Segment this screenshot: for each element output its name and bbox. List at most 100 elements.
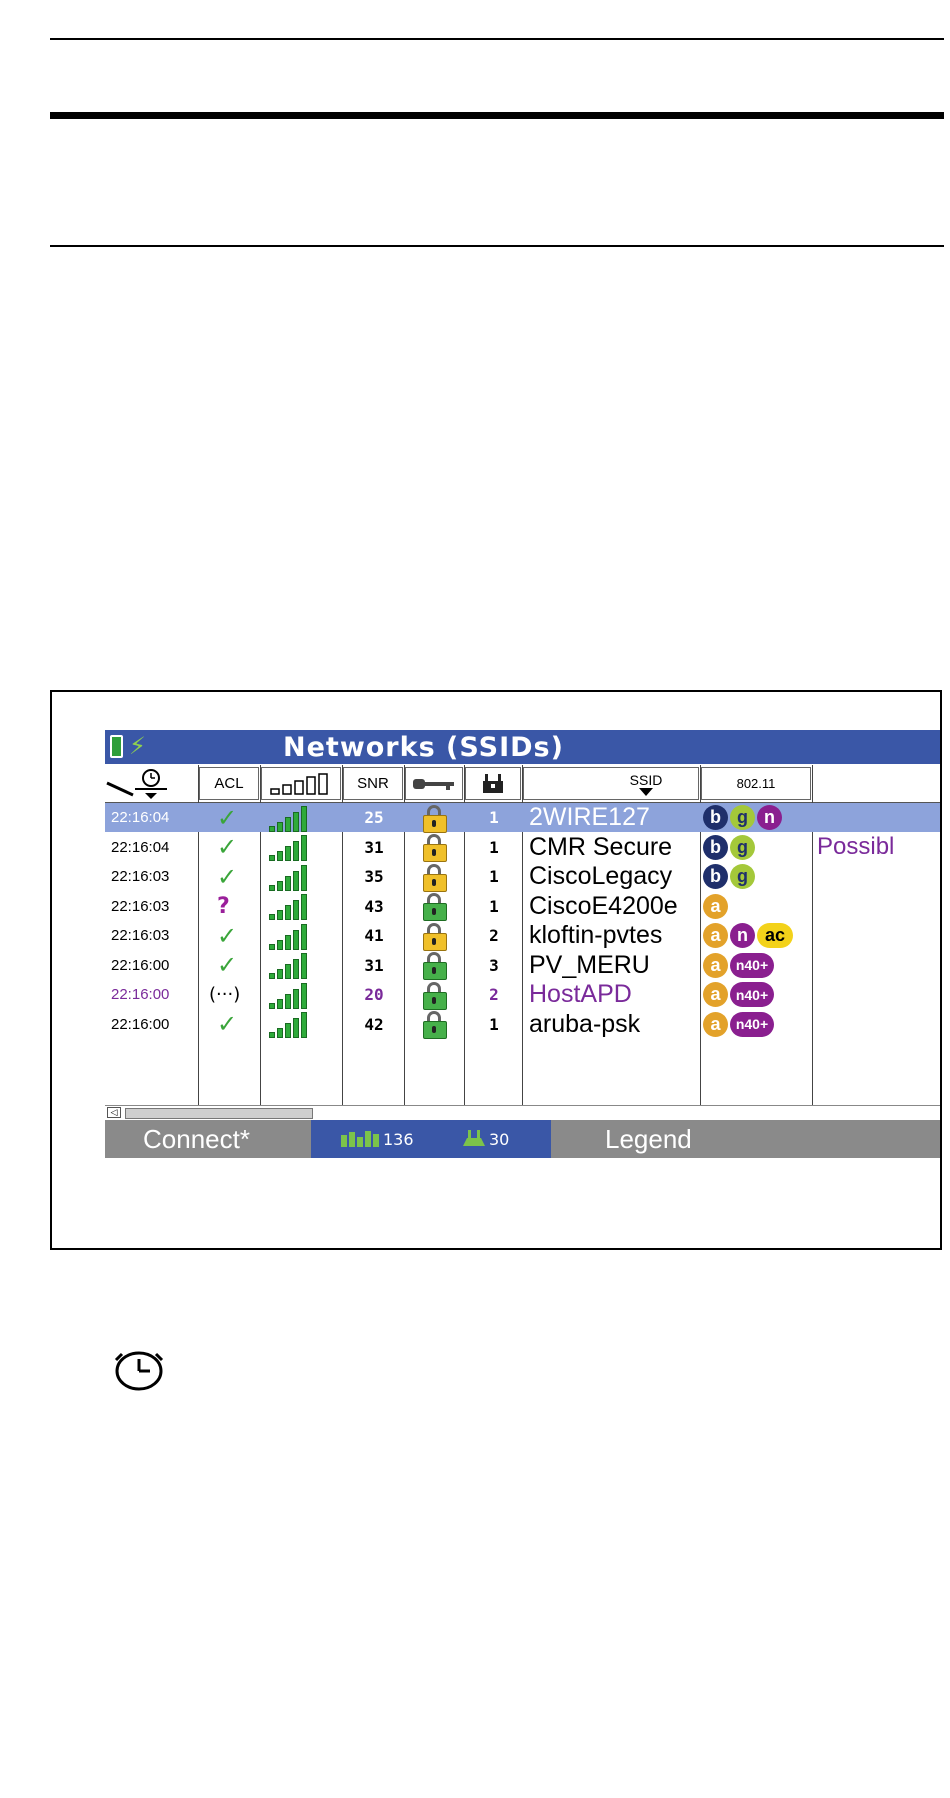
networks-count-value: 136 [383,1129,414,1149]
row-time: 22:16:00 [111,986,170,1003]
screenshot-frame: ⚡ Networks (SSIDs) ACL [50,690,942,1250]
battery-icon [110,735,123,758]
row-snr: 41 [364,926,384,945]
ssid-header-label: SSID [629,771,663,788]
row-security [423,980,463,1010]
row-acl: ? [217,893,230,919]
standard-badge: n40+ [730,982,774,1007]
standard-badge: n40+ [730,1011,774,1037]
footer-bar: Connect* 136 30 Leg [105,1120,940,1158]
snr-header[interactable]: SNR [343,767,403,800]
acl-header[interactable]: ACL [199,767,259,800]
connect-button[interactable]: Connect* [143,1123,250,1154]
row-time: 22:16:03 [111,868,170,885]
row-snr: 43 [364,896,384,916]
window-title: Networks (SSIDs) [283,732,564,763]
signal-strength-icon [270,772,328,795]
col-divider [260,765,261,1140]
row-ssid: aruba-psk [529,1009,641,1038]
scrollbar-thumb[interactable] [125,1108,313,1119]
row-time: 22:16:00 [111,1015,170,1033]
standard-badge: b [703,864,728,889]
title-bar: ⚡ Networks (SSIDs) [105,730,940,764]
signal-header[interactable] [261,767,341,800]
row-standards: a [703,892,811,921]
row-signal [269,803,339,832]
row-security [423,1010,463,1039]
col-divider [464,765,465,1140]
access-points-count-value: 30 [489,1129,510,1149]
row-security [423,951,463,980]
row-ssid: kloftin-pvtes [529,921,663,949]
signal-bars-icon [269,981,307,1009]
row-ssid: CiscoE4200e [529,891,678,920]
standard-badge: a [703,952,728,978]
legend-button[interactable]: Legend [605,1123,692,1154]
ssid-header[interactable]: SSID [523,767,699,800]
standard-badge: a [703,923,728,948]
row-acl: ✓ [217,862,238,891]
top-rule-thin [50,38,944,40]
access-points-icon [463,1130,485,1146]
scroll-left-arrow-icon[interactable]: ◁ [107,1107,121,1118]
horizontal-scrollbar[interactable]: ◁ [105,1105,940,1120]
standard-badge: g [730,834,755,860]
row-signal [269,833,339,862]
signal-bars-icon [269,922,307,950]
channel-header[interactable] [465,767,521,800]
sort-time-header[interactable] [105,765,197,802]
signal-bars-icon [269,1010,307,1038]
col-divider [342,765,343,1140]
row-time: 22:16:03 [111,897,170,915]
acl-header-label: ACL [214,775,244,792]
access-points-count: 30 [461,1120,509,1158]
row-time: 22:16:03 [111,927,170,944]
standard-badge: a [703,893,728,919]
row-signal [269,862,339,891]
standard-badge: a [703,1011,728,1037]
lock-icon [423,863,447,892]
lock-icon [423,922,447,951]
row-ssid: PV_MERU [529,950,650,979]
row-snr: 42 [364,1014,384,1034]
row-acl: (···) [209,984,241,1005]
section-rule [50,245,944,247]
col-divider [812,765,813,1140]
signal-bars-icon [269,951,307,979]
standard-badge: b [703,834,728,860]
standard-header-label: 802.11 [736,776,776,791]
lock-icon [423,952,447,980]
standard-badge: b [703,805,728,830]
sort-down-arrow-icon [639,787,653,796]
row-snr: 25 [364,808,384,827]
standard-header[interactable]: 802.11 [701,767,811,800]
signal-bars-icon [269,892,307,920]
row-signal [269,921,339,950]
row-security [423,921,463,951]
signal-bars-icon [269,863,307,891]
row-signal [269,980,339,1009]
row-snr: 35 [364,867,384,886]
key-icon [413,778,454,790]
col-divider [522,765,523,1140]
row-signal [269,951,339,980]
col-divider [404,765,405,1140]
row-time: 22:16:04 [111,838,170,856]
row-channel: 1 [489,808,499,827]
row-time: 22:16:04 [111,809,170,826]
security-header[interactable] [405,767,463,800]
lock-icon [423,804,447,833]
row-acl: ✓ [217,1010,238,1038]
